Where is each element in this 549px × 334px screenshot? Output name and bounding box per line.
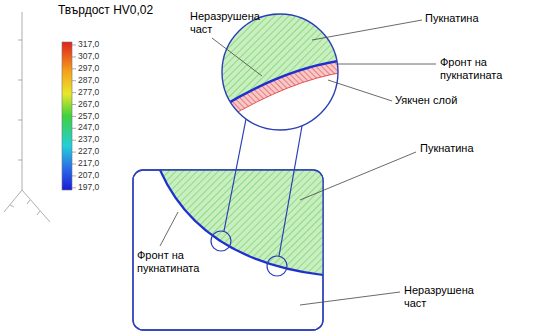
chart-axes	[4, 12, 50, 222]
chart-title: Твърдост HV0,02	[58, 4, 153, 18]
scale-value: 257,0	[78, 112, 99, 122]
part-label: Уякчен слой	[395, 94, 457, 107]
scale-value: 237,0	[78, 135, 99, 145]
scale-value: 317,0	[78, 40, 99, 50]
part-label: Неразрушена част	[404, 284, 478, 309]
scale-value: 207,0	[78, 171, 99, 181]
leader-lines	[160, 20, 436, 305]
detail-circle	[211, 231, 231, 251]
part-label: Пукнатина	[425, 12, 479, 25]
crack-front	[160, 170, 323, 275]
scale-value: 307,0	[78, 52, 99, 62]
part-label: Неразрушена част	[190, 10, 264, 35]
scale-value: 247,0	[78, 123, 99, 133]
crack-front-zoom	[220, 60, 345, 108]
specimen-outline	[133, 170, 323, 330]
crack-area	[160, 170, 323, 275]
part-label: Фронт на пукнатината	[137, 249, 213, 274]
part-label: Пукнатина	[420, 142, 474, 155]
scale-value: 217,0	[78, 159, 99, 169]
zoom-line	[279, 126, 302, 256]
scale-value: 277,0	[78, 88, 99, 98]
scale-value: 227,0	[78, 147, 99, 157]
detail-circle	[267, 256, 287, 276]
scale-value: 197,0	[78, 183, 99, 193]
specimen-border	[133, 170, 323, 330]
zoom-circle	[222, 14, 338, 130]
hardened-layer	[220, 60, 345, 120]
zoom-line	[224, 119, 246, 231]
scale-value: 297,0	[78, 64, 99, 74]
scale-value: 267,0	[78, 100, 99, 110]
color-bar-ticks	[72, 45, 76, 188]
scale-value: 287,0	[78, 76, 99, 86]
color-bar	[62, 42, 72, 190]
part-label: Фронт на пукнатината	[440, 56, 516, 81]
